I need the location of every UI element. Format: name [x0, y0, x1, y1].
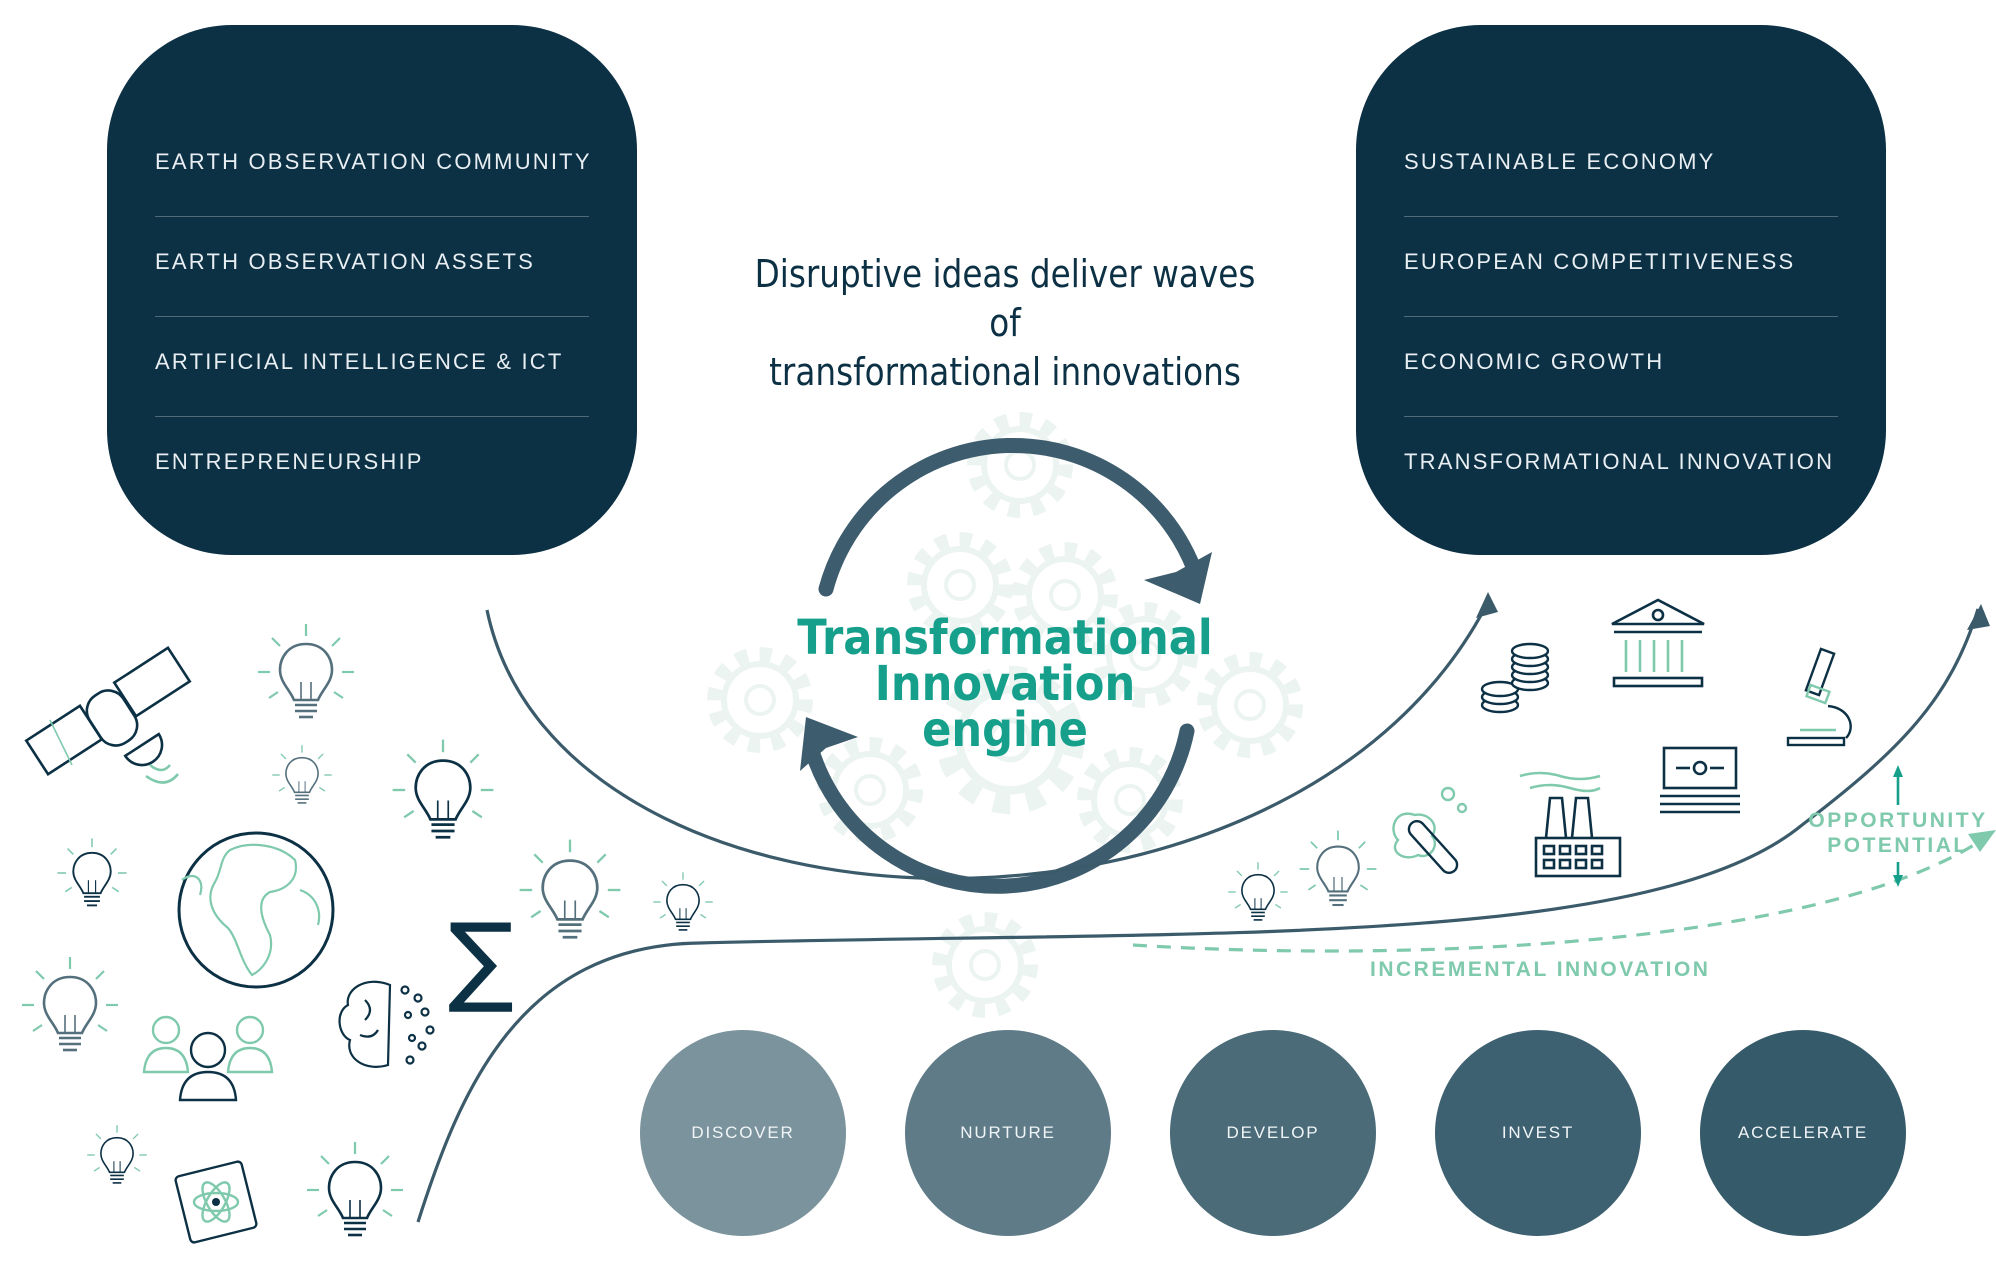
stage-invest: INVEST [1435, 1030, 1641, 1236]
stage-accelerate: ACCELERATE [1700, 1030, 1906, 1236]
incremental-label: INCREMENTAL INNOVATION [1370, 958, 1711, 981]
input-item: EARTH OBSERVATION ASSETS [155, 217, 589, 317]
outcomes-panel: SUSTAINABLE ECONOMY EUROPEAN COMPETITIVE… [1356, 25, 1886, 555]
bank-icon [1611, 598, 1705, 688]
banknote-icon [1660, 746, 1740, 814]
innovation-s-curve [416, 608, 1980, 1223]
factory-icon [1519, 771, 1622, 878]
stage-nurture: NURTURE [905, 1030, 1111, 1236]
outcome-item: TRANSFORMATIONAL INNOVATION [1404, 449, 1835, 474]
cycle-arrows-icon [804, 437, 1205, 894]
stage-discover: DISCOVER [640, 1030, 846, 1236]
transformation-curve [485, 597, 1492, 881]
headline: Disruptive ideas deliver waves of transf… [743, 250, 1268, 397]
engine-title-line-1: Transformational Innovation [797, 610, 1213, 712]
satellite-icon [24, 645, 192, 784]
microscope-icon [1786, 647, 1852, 747]
globe-icon [177, 831, 335, 989]
chip-icon [174, 1160, 258, 1244]
engine-title: Transformational Innovation engine [695, 610, 1316, 758]
outcome-item: EUROPEAN COMPETITIVENESS [1404, 217, 1838, 317]
brain-icon [338, 980, 435, 1068]
stage-develop: DEVELOP [1170, 1030, 1376, 1236]
coins-icon [1480, 642, 1550, 714]
lightbulb-icon [1227, 829, 1378, 921]
headline-line-1: Disruptive ideas deliver waves of [754, 252, 1256, 345]
input-item: EARTH OBSERVATION COMMUNITY [155, 117, 590, 217]
lightbulb-icon [20, 622, 714, 1237]
inputs-panel: EARTH OBSERVATION COMMUNITY EARTH OBSERV… [107, 25, 637, 555]
sigma-icon: ∑ [448, 903, 514, 1017]
headline-line-2: transformational innovations [769, 350, 1241, 394]
input-item: ARTIFICIAL INTELLIGENCE & ICT [155, 317, 589, 417]
outcome-item: SUSTAINABLE ECONOMY [1404, 117, 1838, 217]
opportunity-line-2: POTENTIAL [1827, 834, 1969, 857]
test-tube-icon [1392, 786, 1468, 875]
opportunity-label: OPPORTUNITY POTENTIAL [1795, 808, 1996, 858]
engine-title-line-2: engine [922, 702, 1088, 758]
people-icon [142, 1015, 274, 1102]
input-item: ENTREPRENEURSHIP [155, 449, 424, 474]
opportunity-line-1: OPPORTUNITY [1808, 809, 1988, 832]
outcome-item: ECONOMIC GROWTH [1404, 317, 1838, 417]
